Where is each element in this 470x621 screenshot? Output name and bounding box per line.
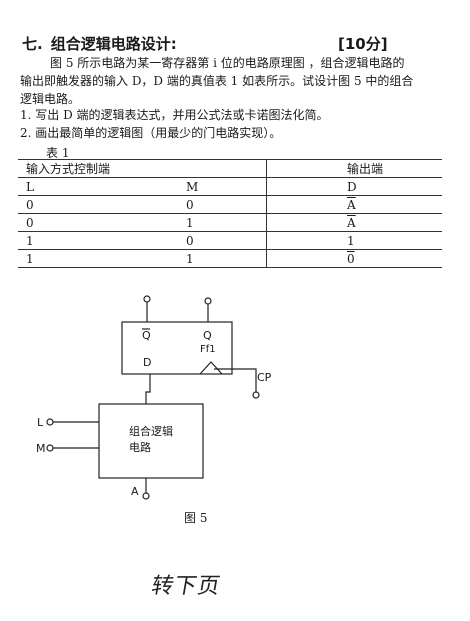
cell-D: 0: [266, 249, 442, 268]
comb-logic-box: [98, 403, 204, 479]
ff-q-bar-label: Q: [142, 329, 151, 342]
l-terminal: [46, 418, 54, 426]
ff-q-label: Q: [203, 329, 212, 342]
ff-name-label: Ff1: [200, 344, 216, 355]
cell-M: 1: [126, 249, 267, 268]
cp-terminal: [252, 391, 260, 399]
cell-D-value: A: [347, 197, 356, 212]
paragraph-line-2: 输出即触发器的输入 D，D 端的真值表 1 如表所示。试设计图 5 中的组合: [20, 74, 414, 88]
input-l-label: L: [37, 416, 44, 429]
table-row: 1 1 0: [18, 249, 442, 268]
table-header-row: 输入方式控制端 输出端: [18, 159, 442, 178]
handwritten-note: 转下页: [149, 574, 223, 599]
comb-label-line2: 电路: [129, 441, 151, 454]
problem-number: 七.: [22, 35, 43, 53]
ff-d-label: D: [143, 356, 151, 369]
input-m-label: M: [36, 442, 46, 455]
cp-wire: [214, 368, 257, 392]
cell-L: 1: [18, 249, 126, 268]
question-2: 2. 画出最简单的逻辑图（用最少的门电路实现）。: [20, 126, 282, 140]
table-row: 1 0 1: [18, 231, 442, 250]
a-terminal: [142, 492, 150, 500]
points-label: [10分]: [338, 35, 388, 53]
q-bar-terminal: [143, 295, 151, 303]
table-row: 0 1 A: [18, 213, 442, 232]
figure-caption: 图 5: [184, 511, 208, 525]
clock-triangle: [199, 361, 223, 375]
problem-title-text: 组合逻辑电路设计:: [50, 35, 177, 53]
d-wire: [145, 374, 151, 404]
cell-D-value: 1: [347, 233, 355, 248]
cell-D-value: 0: [347, 251, 355, 266]
comb-label-line1: 组合逻辑: [129, 424, 173, 438]
flip-flop-box: [121, 321, 233, 375]
truth-table: 输入方式控制端 输出端 L M D 0 0 A 0 1 A 1 0 1 1 1 …: [18, 159, 442, 268]
q-terminal: [204, 297, 212, 305]
output-a-label: A: [131, 485, 139, 498]
m-terminal: [46, 444, 54, 452]
paragraph-line-3: 逻辑电路。: [20, 92, 81, 106]
table-caption: 表 1: [46, 146, 70, 160]
paragraph-line-1: 图 5 所示电路为某一寄存器第 i 位的电路原理图 ，组合逻辑电路的: [50, 56, 405, 70]
question-1: 1. 写出 D 端的逻辑表达式，并用公式法或卡诺图法化简。: [20, 108, 329, 122]
cell-D-value: A: [347, 215, 356, 230]
cp-label: CP: [257, 371, 272, 384]
problem-title: 七. 组合逻辑电路设计:: [22, 33, 177, 54]
